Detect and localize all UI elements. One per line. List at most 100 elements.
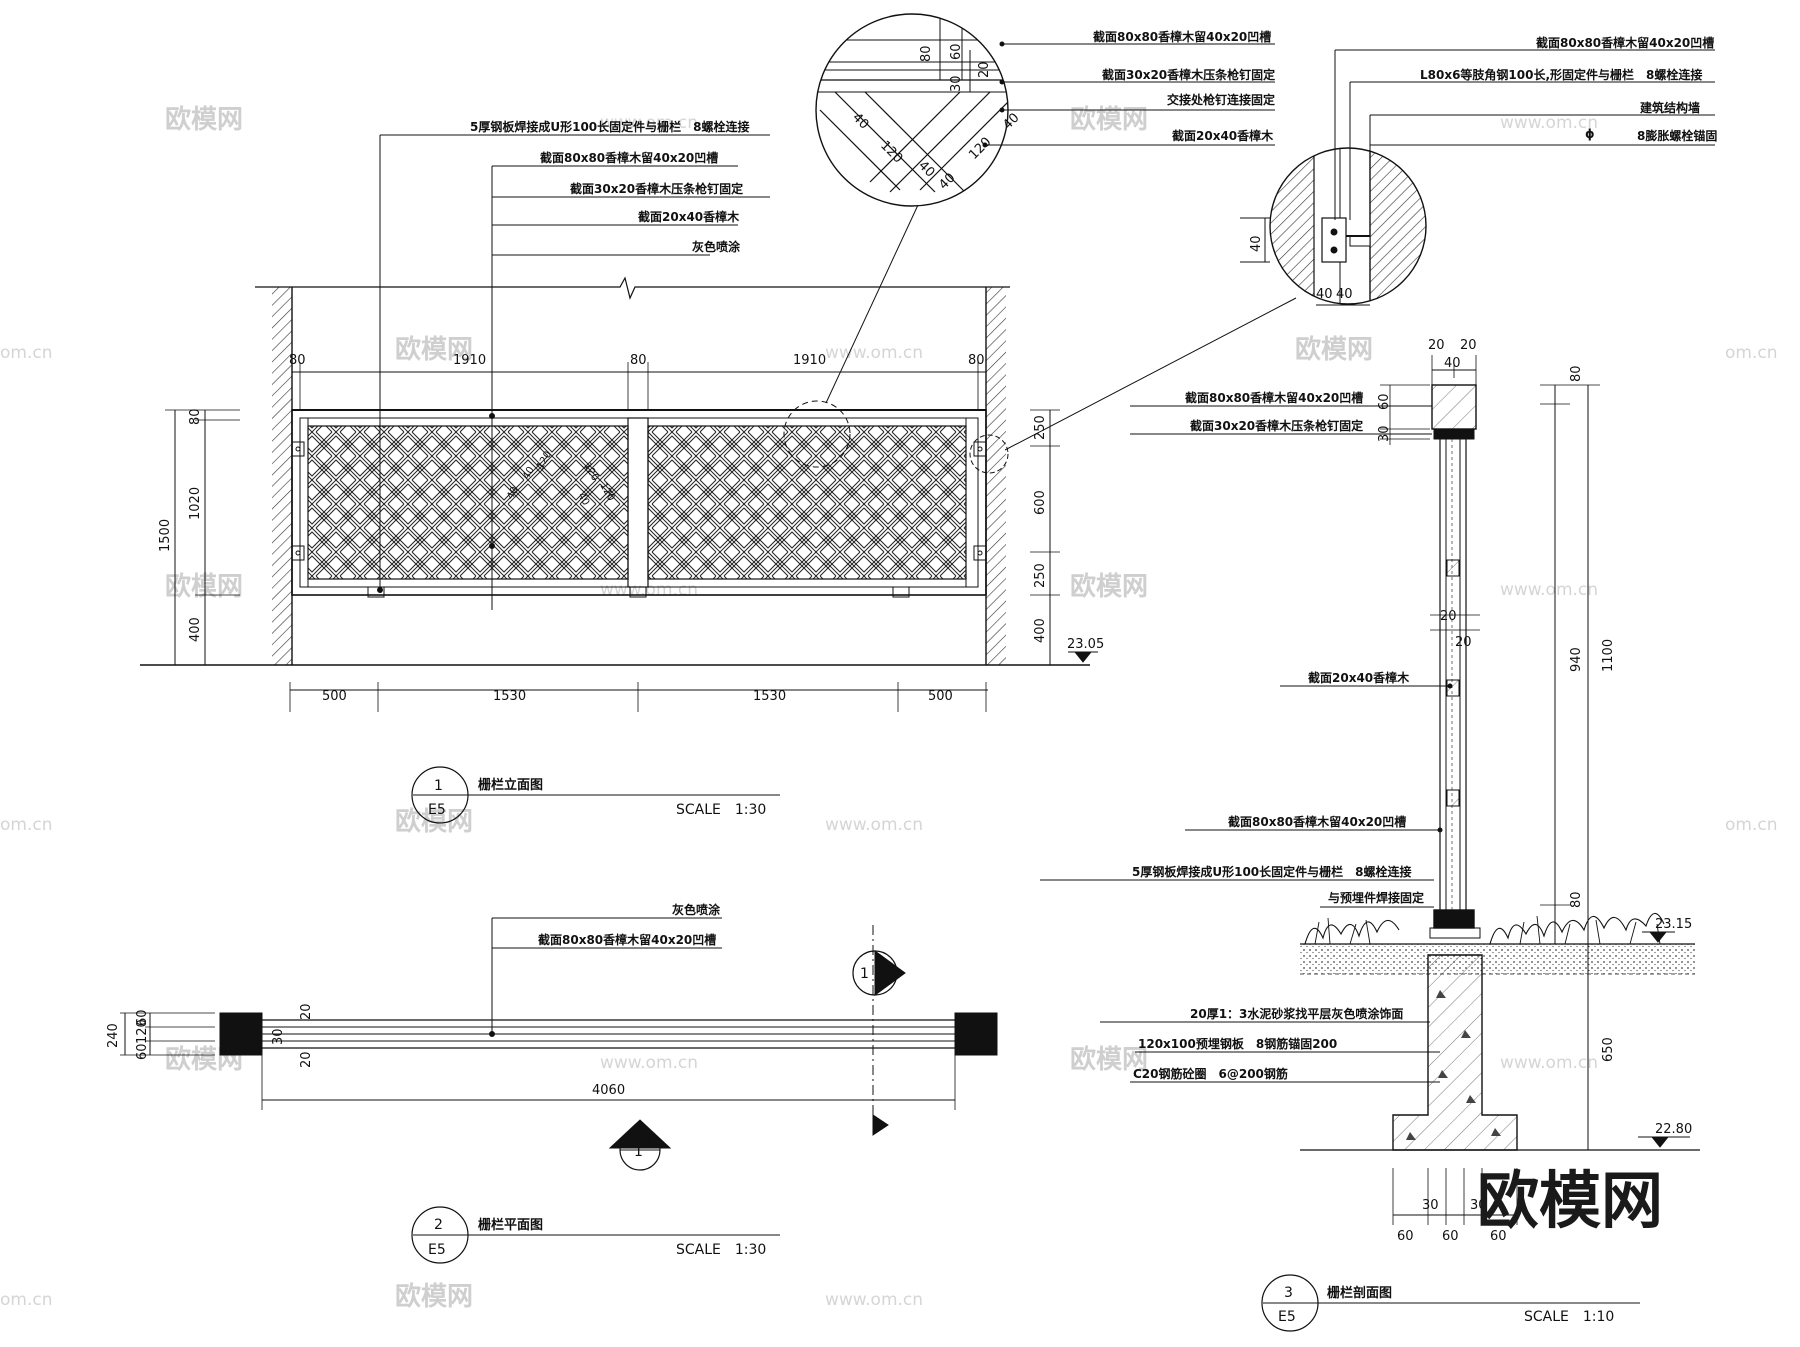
watermark: 欧模网 bbox=[395, 1281, 473, 1312]
watermark-url: om.cn bbox=[0, 1290, 53, 1310]
watermark-url: www.om.cn bbox=[600, 113, 698, 133]
leader-note: 截面80x80香樟木留40x20凹槽 bbox=[1093, 29, 1271, 44]
dim-label: 30 bbox=[1470, 1198, 1487, 1213]
dim-label: 1100 bbox=[1601, 639, 1616, 672]
detail-dim: 40 bbox=[1336, 287, 1353, 302]
view-number: 1 bbox=[434, 778, 443, 794]
leader-note: 截面80x80香樟木留40x20凹槽 bbox=[538, 932, 716, 947]
dim-label: 500 bbox=[928, 689, 953, 704]
plan-title-block: 2 E5 栅栏平面图 SCALE 1:30 bbox=[411, 1206, 780, 1264]
leader-note: 截面30x20香樟木压条枪钉固定 bbox=[1102, 67, 1275, 82]
callout-a-link bbox=[825, 204, 919, 404]
dim-label: 20 bbox=[1428, 338, 1445, 353]
detail-a-circle bbox=[815, 13, 1009, 207]
detail-dim: 40 bbox=[1000, 111, 1022, 133]
watermark: 欧模网 bbox=[165, 571, 243, 602]
dim-label: 650 bbox=[1601, 1037, 1616, 1062]
watermark-url: www.om.cn bbox=[1500, 113, 1598, 133]
watermark: 欧模网 bbox=[1295, 334, 1373, 365]
phi-symbol: ϕ bbox=[1585, 127, 1595, 141]
level-value: 23.05 bbox=[1067, 637, 1104, 652]
watermark-url: www.om.cn bbox=[825, 1290, 923, 1310]
detail-callout-a bbox=[783, 400, 851, 468]
fence-elevation-view bbox=[140, 134, 1297, 712]
dim-label: 1910 bbox=[453, 353, 486, 368]
dim-label: 80 bbox=[289, 353, 306, 368]
leader-note: 截面80x80香樟木留40x20凹槽 bbox=[540, 150, 718, 165]
detail-dim: 40 bbox=[1249, 235, 1264, 252]
leader-note: 截面80x80香樟木留40x20凹槽 bbox=[1536, 35, 1714, 50]
left-wall-hatch bbox=[272, 287, 292, 665]
dim-label: 1020 bbox=[188, 487, 203, 520]
dim-label: 30 bbox=[1422, 1198, 1439, 1213]
detail-dim: 30 bbox=[949, 75, 964, 92]
leader-note: 5厚钢板焊接成U形100长固定件与栅栏 8螺栓连接 bbox=[1132, 864, 1412, 879]
right-wall-hatch bbox=[986, 287, 1006, 665]
leader-note: C20钢筋砼圈 6@200钢筋 bbox=[1133, 1066, 1288, 1081]
elevation-title-block: 1 E5 栅栏立面图 SCALE 1:30 bbox=[411, 766, 780, 824]
dim-label: 120 bbox=[135, 1019, 150, 1044]
dim-label: 250 bbox=[1033, 563, 1048, 588]
watermark: 欧模网 bbox=[395, 806, 473, 837]
leader-note: 截面20x40香樟木 bbox=[638, 209, 740, 224]
plan-text: 灰色喷涂 截面80x80香樟木留40x20凹槽 240 60 120 60 30… bbox=[106, 902, 888, 1160]
watermark-layer: 欧模网 欧模网 欧模网 欧模网 欧模网 欧模网 欧模网 欧模网 欧模网 欧模网 … bbox=[0, 104, 1778, 1312]
leader-note: 120x100预埋钢板 8钢筋锚固200 bbox=[1138, 1036, 1337, 1051]
center-post bbox=[627, 417, 649, 588]
dim-label: 20 bbox=[1460, 338, 1477, 353]
dim-label: 1910 bbox=[793, 353, 826, 368]
leader-note: 截面20x40香樟木 bbox=[1172, 128, 1274, 143]
fence-plan-view bbox=[120, 917, 998, 1171]
dim-label: 60 bbox=[1442, 1229, 1459, 1244]
watermark-url: om.cn bbox=[1725, 343, 1778, 363]
watermark: 欧模网 bbox=[395, 334, 473, 365]
leader-note: 截面30x20香樟木压条枪钉固定 bbox=[1190, 418, 1363, 433]
top-cap bbox=[1431, 384, 1477, 430]
detail-b-circle bbox=[1269, 147, 1427, 305]
watermark: 欧模网 bbox=[165, 104, 243, 135]
view-number: 2 bbox=[434, 1217, 443, 1233]
dim-label: 60 bbox=[1490, 1229, 1507, 1244]
marker-sheet: 3 bbox=[645, 1135, 652, 1148]
leader-note: L80x6等肢角钢100长,形固定件与栅栏 8螺栓连接 bbox=[1420, 67, 1702, 82]
dim-label: 4060 bbox=[592, 1083, 625, 1098]
watermark-url: www.om.cn bbox=[825, 815, 923, 835]
dim-label: 60 bbox=[1397, 1229, 1414, 1244]
left-post bbox=[299, 417, 309, 588]
right-post bbox=[965, 417, 979, 588]
leader-note: 5厚钢板焊接成U形100长固定件与栅栏 8螺栓连接 bbox=[470, 119, 750, 134]
detail-dim: 40 bbox=[1316, 287, 1333, 302]
shrub-planting bbox=[1304, 912, 1665, 945]
dim-label: 20 bbox=[299, 1051, 314, 1068]
plan-post-right bbox=[954, 1012, 998, 1056]
break-line bbox=[255, 276, 1010, 300]
view-scale: SCALE 1:30 bbox=[676, 802, 766, 818]
leader-note: 灰色喷涂 bbox=[672, 902, 721, 917]
level-triangle bbox=[1073, 651, 1093, 663]
fence-section-view bbox=[1040, 355, 1700, 1225]
sheet-number: E5 bbox=[428, 802, 446, 818]
lattice-panel-right bbox=[647, 425, 967, 580]
leader-note: 截面20x40香樟木 bbox=[1308, 670, 1410, 685]
dim-label: 400 bbox=[1033, 618, 1048, 643]
sheet-number: E5 bbox=[428, 1242, 446, 1258]
dim-label: 20 bbox=[1440, 609, 1457, 624]
leader-note: 8膨胀螺栓锚固 bbox=[1637, 128, 1717, 143]
view-number: 3 bbox=[1284, 1285, 1293, 1301]
detail-dim: 40 bbox=[849, 110, 871, 132]
marker-number: 1 bbox=[634, 1144, 643, 1160]
view-title: 栅栏平面图 bbox=[478, 1217, 543, 1233]
dim-label: 80 bbox=[1569, 365, 1584, 382]
dim-label: 30 bbox=[271, 1028, 286, 1045]
detail-dim: 80 bbox=[919, 45, 934, 62]
detail-dim: 40 bbox=[936, 171, 958, 193]
detail-dim: 120 bbox=[877, 138, 905, 166]
view-title: 栅栏剖面图 bbox=[1327, 1285, 1392, 1301]
watermark-url: om.cn bbox=[0, 815, 53, 835]
dim-label: 240 bbox=[106, 1023, 121, 1048]
watermark-url: www.om.cn bbox=[600, 580, 698, 600]
watermark-url: www.om.cn bbox=[1500, 1053, 1598, 1073]
sheet-number: E5 bbox=[1278, 1309, 1296, 1325]
dim-label: 1530 bbox=[753, 689, 786, 704]
